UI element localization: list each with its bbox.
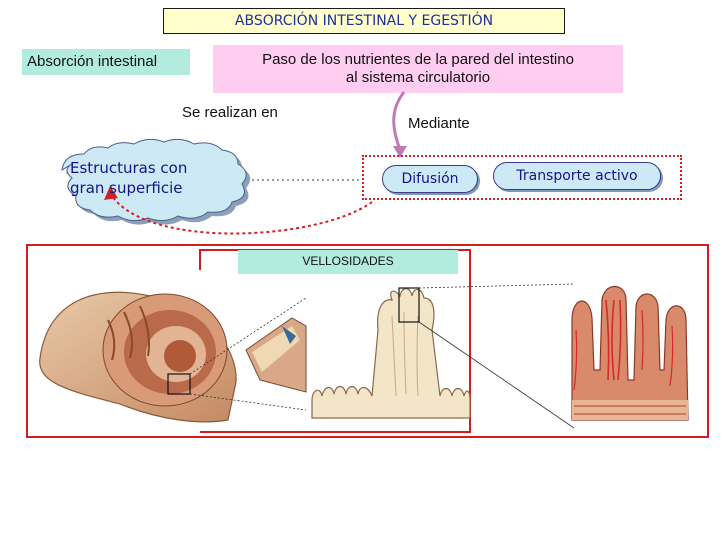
- definition-line-1: Paso de los nutrientes de la pared del i…: [262, 51, 574, 68]
- zoom-line-4: [418, 321, 575, 429]
- curved-arrow-head: [104, 186, 118, 200]
- page-title: ABSORCIÓN INTESTINAL Y EGESTIÓN: [163, 8, 565, 34]
- mediante-label: Mediante: [408, 115, 470, 132]
- inner-red-frame: [199, 249, 471, 433]
- difusion-pill: Difusión: [382, 165, 478, 193]
- villi-detail-illustration: [571, 285, 689, 421]
- se-realizan-label: Se realizan en: [182, 104, 278, 121]
- estructuras-cloud-text: Estructuras con gran superficie: [70, 158, 250, 198]
- down-arrow: [392, 91, 406, 151]
- transporte-activo-pill: Transporte activo: [493, 162, 661, 190]
- zoom-line-1: [189, 297, 307, 375]
- cloud-shape: [61, 138, 247, 222]
- estructuras-line-1: Estructuras con: [70, 159, 188, 177]
- absorcion-intestinal-label: Absorción intestinal: [22, 49, 190, 75]
- villus-illustration: [311, 287, 471, 419]
- zoom-line-3: [418, 283, 575, 289]
- mechanisms-box: [362, 155, 682, 200]
- wall-fold-illustration: [245, 317, 307, 393]
- illustration-frame: [26, 244, 709, 438]
- definition-box: Paso de los nutrientes de la pared del i…: [213, 45, 623, 93]
- estructuras-line-2: gran superficie: [70, 179, 183, 197]
- definition-line-2: al sistema circulatorio: [345, 69, 491, 86]
- curved-arrow: [111, 195, 373, 235]
- zoom-line-2: [189, 393, 307, 411]
- vellosidades-label: VELLOSIDADES: [238, 250, 458, 274]
- intestine-illustration: [39, 291, 237, 423]
- down-arrow-head: [393, 146, 407, 158]
